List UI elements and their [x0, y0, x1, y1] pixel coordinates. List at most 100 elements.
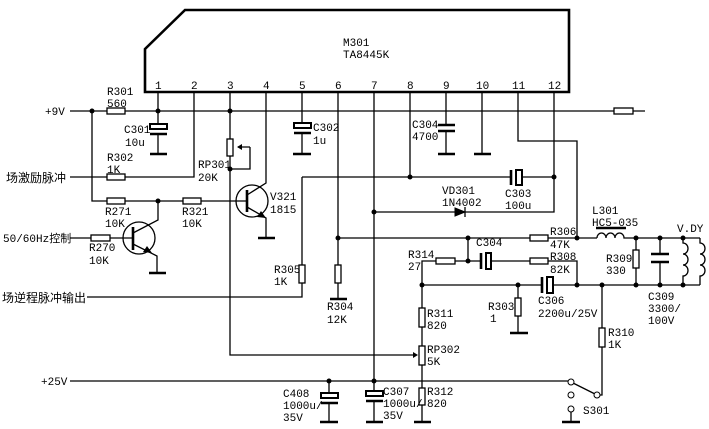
- resistor-R306: [529, 234, 549, 242]
- label-c301-value: 10u: [125, 138, 145, 150]
- label-r311-value: 820: [427, 321, 447, 333]
- label-c309-ref: C309: [648, 292, 674, 304]
- label-vd301-ref: VD301: [442, 186, 475, 198]
- label-r308-value: 82K: [550, 265, 570, 277]
- label-r305-ref: R305: [274, 265, 300, 277]
- label-plus9v: +9V: [45, 107, 65, 119]
- ic-pin-labels: 1 2 3 4 5 6 7 8 9 10 11 12: [155, 81, 561, 93]
- label-r314-ref: R314: [408, 250, 435, 262]
- pin-1: 1: [155, 81, 162, 93]
- pin-4: 4: [263, 81, 270, 93]
- resistor-R270: [90, 234, 111, 242]
- label-c304a-value: 4700: [412, 132, 438, 144]
- label-c309-value1: 3300/: [648, 304, 681, 316]
- resistor-R271: [106, 197, 126, 205]
- pin-7: 7: [371, 81, 378, 93]
- label-c309-value2: 100V: [648, 316, 675, 328]
- label-r302-value: 1K: [107, 165, 121, 177]
- label-l301-value: HC5-035: [592, 218, 638, 230]
- label-r271-value: 10K: [105, 219, 125, 231]
- label-r303-value: 1: [490, 314, 497, 326]
- label-r301-value: 560: [107, 99, 127, 111]
- emitter-arrow-icon: [257, 211, 266, 218]
- resistors: [90, 107, 640, 406]
- junctions: [89, 108, 686, 384]
- label-r309-value: 330: [606, 266, 626, 278]
- label-c306-ref: C306: [538, 296, 564, 308]
- potentiometer-RP301: [226, 138, 234, 157]
- wiper-arrow-icon: [237, 144, 242, 150]
- resistor-R308: [529, 257, 549, 265]
- label-flyback-pulse-out: 场逆程脉冲输出: [2, 290, 86, 305]
- label-r321-value: 10K: [182, 219, 202, 231]
- label-r314-value: 27: [408, 262, 421, 274]
- label-c302-ref: C302: [313, 123, 339, 135]
- diode-VD301: [454, 207, 467, 217]
- label-c408-value2: 35V: [283, 413, 303, 425]
- label-r306-value: 47K: [550, 240, 570, 252]
- ground-symbols: [149, 152, 580, 424]
- deflection-yoke: [682, 238, 706, 285]
- label-rp301-ref: RP301: [198, 160, 231, 172]
- label-r308-ref: R308: [550, 252, 576, 264]
- pin-6: 6: [335, 81, 342, 93]
- label-r304-ref: R304: [327, 302, 354, 314]
- label-r271-ref: R271: [105, 207, 132, 219]
- label-yoke: V.DY: [677, 224, 704, 236]
- label-c304b-ref: C304: [476, 238, 503, 250]
- label-r310-value: 1K: [608, 340, 622, 352]
- label-c408-ref: C408: [283, 389, 309, 401]
- label-c303-value: 100u: [505, 201, 531, 213]
- label-r270-value: 10K: [89, 256, 109, 268]
- resistor-R304: [334, 264, 342, 284]
- resistor-R310: [598, 327, 606, 348]
- label-r303-ref: R303: [488, 302, 514, 314]
- capacitor-C307: [365, 390, 384, 397]
- label-r309-ref: R309: [606, 254, 632, 266]
- emitter-arrow-icon: [143, 246, 152, 253]
- label-l301-ref: L301: [592, 206, 619, 218]
- label-r302-ref: R302: [107, 153, 133, 165]
- label-rp302-value: 5K: [427, 357, 441, 369]
- label-s301-ref: S301: [583, 406, 610, 418]
- resistor-R314: [435, 257, 456, 265]
- label-r301-ref: R301: [107, 87, 134, 99]
- pin-12: 12: [548, 81, 561, 93]
- resistor-R321: [182, 197, 202, 205]
- label-r305-value: 1K: [274, 277, 288, 289]
- capacitor-C408: [320, 392, 339, 399]
- resistor-R301: [106, 107, 126, 115]
- inductor-L301: [596, 226, 626, 239]
- resistor-right-end: [613, 107, 634, 115]
- pin-3: 3: [227, 81, 234, 93]
- label-r311-ref: R311: [427, 309, 454, 321]
- label-r321-ref: R321: [182, 207, 209, 219]
- ic-body: [143, 8, 571, 94]
- potentiometer-RP302: [418, 345, 426, 366]
- wiper-arrow-icon: [413, 352, 418, 358]
- wires: [70, 92, 700, 422]
- label-r312-value: 820: [427, 399, 447, 411]
- resistor-R302: [106, 173, 126, 181]
- capacitors: [149, 122, 669, 405]
- label-r304-value: 12K: [327, 315, 347, 327]
- switch-S301[interactable]: [567, 378, 601, 413]
- label-rp301-value: 20K: [198, 173, 218, 185]
- label-v321-value: 1815: [270, 205, 296, 217]
- label-r306-ref: R306: [550, 227, 576, 239]
- resistor-R311: [418, 307, 426, 328]
- pin-8: 8: [407, 81, 414, 93]
- ic-ref: M301: [343, 38, 370, 50]
- label-c303-ref: C303: [505, 189, 531, 201]
- transistor-V321: [235, 184, 269, 218]
- resistor-R309: [632, 249, 640, 269]
- pin-10: 10: [476, 81, 489, 93]
- resistor-R312: [418, 387, 426, 406]
- label-c307-value2: 35V: [383, 411, 403, 423]
- label-field-drive-pulse: 场激励脉冲: [6, 170, 66, 185]
- resistor-R303: [514, 297, 522, 317]
- label-c408-value1: 1000u/: [283, 401, 323, 413]
- label-c307-ref: C307: [383, 387, 409, 399]
- label-r310-ref: R310: [608, 328, 634, 340]
